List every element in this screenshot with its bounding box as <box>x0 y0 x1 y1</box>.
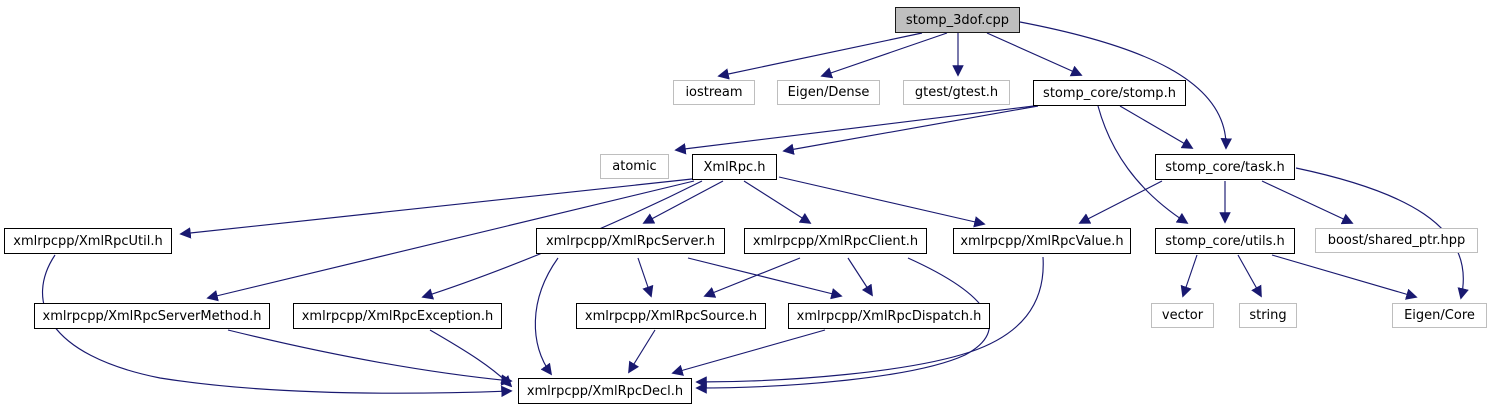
node-stomp-3dof-cpp: stomp_3dof.cpp <box>895 7 1020 33</box>
edge-stomp-task <box>1119 105 1194 149</box>
node-iostream: iostream <box>673 80 755 105</box>
edge-server-source <box>637 257 654 298</box>
edge-utils-string <box>1237 254 1262 298</box>
node-xmlrpcserver-h[interactable]: xmlrpcpp/XmlRpcServer.h <box>536 228 725 254</box>
edge-xmlrpc-server <box>642 180 724 224</box>
node-xmlrpcutil-h[interactable]: xmlrpcpp/XmlRpcUtil.h <box>4 228 172 254</box>
edge-servermethod-decl <box>227 329 513 386</box>
edge-task-boost <box>1261 180 1354 225</box>
node-stomp-core-utils-h[interactable]: stomp_core/utils.h <box>1155 228 1295 254</box>
edge-xmlrpc-value <box>778 176 986 228</box>
edge-xmlrpc-util <box>179 178 693 239</box>
node-stomp-core-task-h[interactable]: stomp_core/task.h <box>1155 154 1295 180</box>
edge-task-value <box>1078 180 1163 224</box>
edge-root-iostream <box>717 32 923 80</box>
edge-xmlrpc-client <box>743 180 812 224</box>
edge-client-decl <box>695 257 990 394</box>
edge-utils-vector <box>1180 254 1198 298</box>
edge-root-task-h <box>1019 21 1233 150</box>
node-stomp-core-stomp-h[interactable]: stomp_core/stomp.h <box>1033 80 1186 106</box>
edge-stomp-utils <box>1097 105 1189 224</box>
edge-exception-decl <box>429 329 513 388</box>
edge-server-decl <box>534 257 559 376</box>
edge-utils-eigen-core <box>1271 254 1418 300</box>
edge-client-source <box>703 257 801 298</box>
edge-client-dispatch <box>847 257 873 297</box>
node-xmlrpcsource-h[interactable]: xmlrpcpp/XmlRpcSource.h <box>576 303 766 329</box>
edge-xmlrpc-servermethod <box>206 180 695 302</box>
node-xmlrpcdispatch-h[interactable]: xmlrpcpp/XmlRpcDispatch.h <box>788 303 990 329</box>
node-xmlrpcexception-h[interactable]: xmlrpcpp/XmlRpcException.h <box>293 303 502 329</box>
edge-task-eigen-core <box>1295 167 1469 300</box>
node-eigen-core: Eigen/Core <box>1392 303 1487 328</box>
edge-value-decl <box>695 256 1044 388</box>
node-xmlrpcservermethod-h[interactable]: xmlrpcpp/XmlRpcServerMethod.h <box>34 303 270 329</box>
edge-stomp-atomic <box>674 105 1035 155</box>
edge-server-dispatch <box>687 257 843 300</box>
node-xmlrpcclient-h[interactable]: xmlrpcpp/XmlRpcClient.h <box>744 228 927 254</box>
edge-dispatch-decl <box>671 329 826 376</box>
edge-root-stomp-h <box>986 32 1083 77</box>
edge-root-eigen-dense <box>820 32 948 79</box>
edge-stomp-xmlrpc <box>782 105 1039 155</box>
node-xmlrpcdecl-h[interactable]: xmlrpcpp/XmlRpcDecl.h <box>518 378 692 404</box>
node-xmlrpc-h[interactable]: XmlRpc.h <box>692 154 777 180</box>
node-atomic: atomic <box>600 154 669 179</box>
node-eigen-dense: Eigen/Dense <box>777 80 880 105</box>
node-gtest-gtest-h: gtest/gtest.h <box>903 80 1010 105</box>
node-string: string <box>1239 303 1297 328</box>
edge-source-decl <box>628 329 656 374</box>
node-boost-shared-ptr: boost/shared_ptr.hpp <box>1315 228 1478 253</box>
node-xmlrpcvalue-h[interactable]: xmlrpcpp/XmlRpcValue.h <box>953 228 1131 254</box>
node-vector: vector <box>1151 303 1214 328</box>
